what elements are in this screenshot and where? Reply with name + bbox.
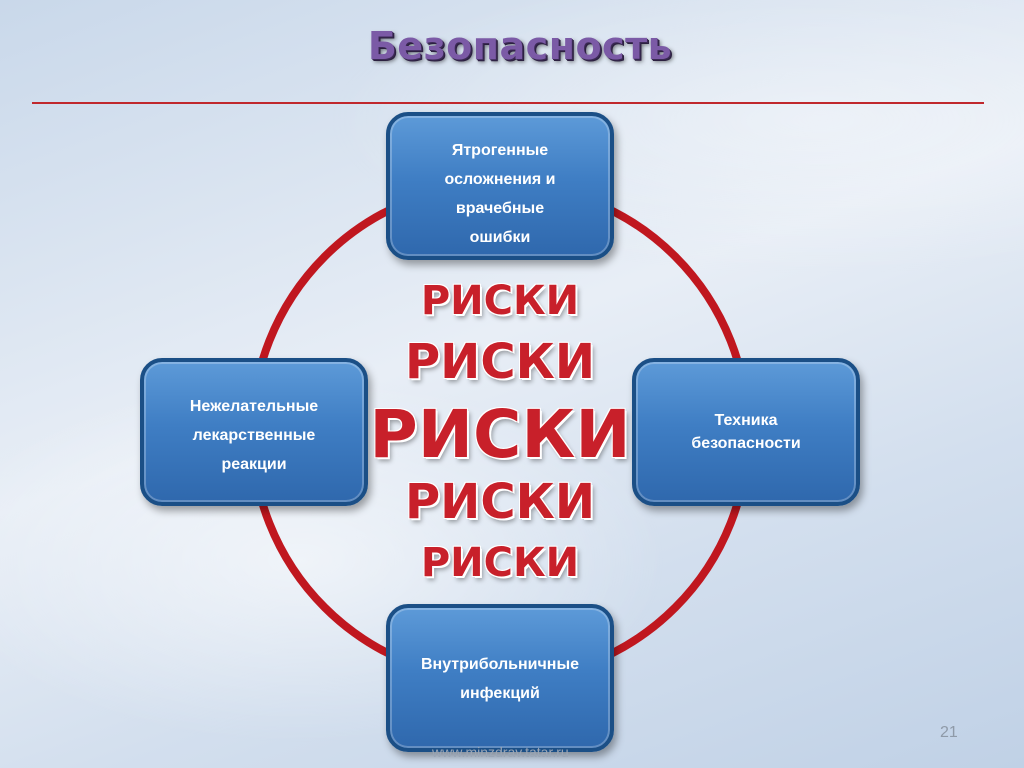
node-adverse-drug-label: Нежелательные лекарственные реакции — [189, 398, 319, 473]
node-hospital-infections-label: Внутрибольничные инфекций — [420, 656, 580, 702]
node-iatrogenic-label: Ятрогенные осложнения и врачебные ошибки — [444, 142, 556, 246]
title-divider — [32, 102, 984, 104]
footer-website: www.minzdrav.tatar.ru — [432, 744, 569, 760]
node-safety-label: Техника безопасности — [691, 412, 801, 452]
risk-word-2: РИСКИ — [405, 334, 595, 390]
node-iatrogenic-complications: Ятрогенные осложнения и врачебные ошибки — [386, 112, 614, 260]
risk-word-1: РИСКИ — [420, 278, 580, 324]
risk-word-4: РИСКИ — [405, 474, 595, 530]
node-hospital-infections: Внутрибольничные инфекций — [386, 604, 614, 752]
risk-word-3: РИСКИ — [369, 396, 631, 473]
node-adverse-drug-reactions: Нежелательные лекарственные реакции — [140, 358, 368, 506]
slide-title: Безопасность — [367, 24, 673, 68]
node-safety-technique: Техника безопасности — [632, 358, 860, 506]
page-number: 21 — [940, 724, 958, 741]
risk-word-5: РИСКИ — [420, 540, 580, 586]
